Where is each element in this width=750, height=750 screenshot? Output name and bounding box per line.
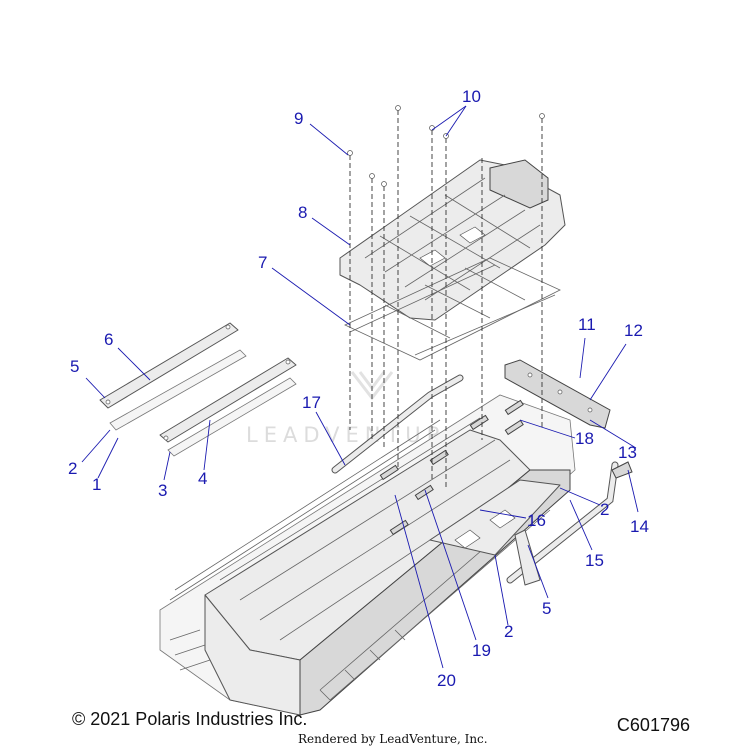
- callout-4: 4: [198, 469, 207, 488]
- assembly-dash-lines: [347, 105, 545, 490]
- callout-2: 2: [504, 622, 513, 641]
- callout-5: 5: [70, 357, 79, 376]
- callout-17: 17: [302, 393, 321, 412]
- callout-20: 20: [437, 671, 456, 690]
- callout-18: 18: [575, 429, 594, 448]
- rack-platform: [339, 159, 566, 321]
- callout-19: 19: [472, 641, 491, 660]
- left-rails: [99, 322, 297, 457]
- callout-1: 1: [92, 475, 101, 494]
- callout-11: 11: [578, 315, 596, 334]
- callout-5: 5: [542, 599, 551, 618]
- callout-13: 13: [618, 443, 637, 462]
- callout-7: 7: [258, 253, 267, 272]
- diagram-part-number: C601796: [616, 715, 690, 735]
- callout-8: 8: [298, 203, 307, 222]
- callout-labels: 1 2 2 2 3 4 5 5 6 7 8 9 10 11 12 13 14 1…: [68, 87, 649, 690]
- support-frame: [344, 257, 561, 361]
- callout-14: 14: [630, 517, 649, 536]
- callout-3: 3: [158, 481, 167, 500]
- callout-2: 2: [600, 500, 609, 519]
- callout-2: 2: [68, 459, 77, 478]
- callout-10: 10: [462, 87, 481, 106]
- tunnel-chassis: [159, 394, 576, 716]
- rendered-by-credit: Rendered by LeadVenture, Inc.: [298, 732, 488, 746]
- copyright-notice: © 2021 Polaris Industries Inc.: [72, 709, 308, 729]
- rear-bracket: [504, 359, 611, 429]
- callout-12: 12: [624, 321, 643, 340]
- callout-16: 16: [527, 511, 546, 530]
- callout-15: 15: [585, 551, 604, 570]
- callout-6: 6: [104, 330, 113, 349]
- grab-bars: [331, 374, 633, 586]
- leadventure-watermark: LEADVENTURE: [246, 371, 461, 447]
- callout-9: 9: [294, 109, 303, 128]
- callout-leaders: [81, 105, 639, 669]
